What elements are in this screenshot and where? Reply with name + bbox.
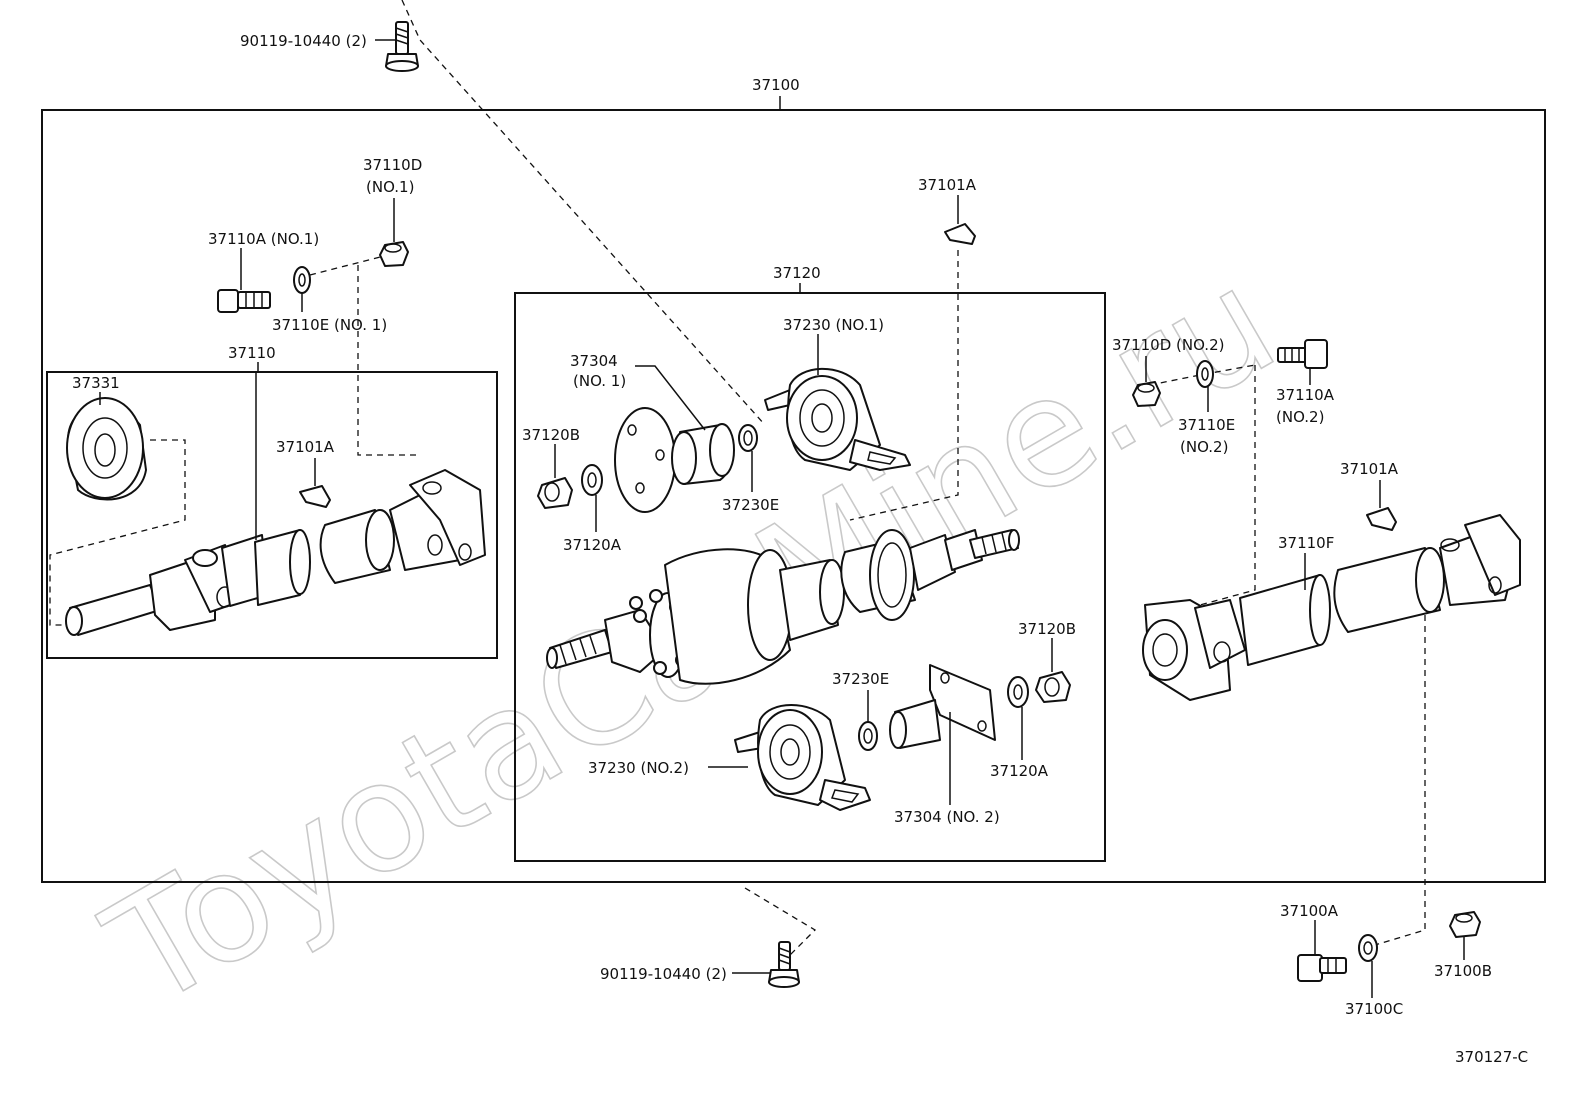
nut-37110d-no1 [379,241,409,267]
label-37110f: 37110F [1278,534,1334,552]
washer-37120a-right [1007,676,1029,708]
dashed-guide-bolt-bottom [744,887,817,956]
label-37110e-no2-line2: (NO.2) [1180,438,1228,456]
nut-37100b [1449,911,1481,938]
flange-37304-no2 [889,664,996,749]
label-37100a: 37100A [1280,902,1339,920]
bolt-37110a-no1 [217,289,271,313]
label-37230-no2: 37230 (NO.2) [588,759,689,777]
label-37101a-left: 37101A [276,438,335,456]
dashed-guide-no2-nut [1149,364,1256,386]
washer-37100c [1358,934,1378,962]
clip-37101a-left [299,485,331,508]
dashed-guide-37101a-top [849,250,959,521]
label-37120: 37120 [773,264,821,282]
diagram-code: 370127-C [1455,1048,1528,1066]
flange-37304-no1 [614,407,735,513]
label-37120a-right: 37120A [990,762,1049,780]
label-37120b-left: 37120B [522,426,580,444]
bolt-37110a-no2 [1277,339,1328,369]
washer-37110e-no1 [293,266,311,294]
washer-37120a-left [581,464,603,496]
label-bolt-bottom: 90119-10440 (2) [600,965,727,983]
label-37101a-top: 37101A [918,176,977,194]
label-37110e-no2-line1: 37110E [1178,416,1235,434]
label-37230e-bottom: 37230E [832,670,889,688]
label-37110a-no2-line1: 37110A [1276,386,1335,404]
label-37120b-right: 37120B [1018,620,1076,638]
dashed-guide-no1-nut [309,254,389,276]
nut-37110d-no2 [1132,381,1161,407]
label-37110d-no1-line1: 37110D [363,156,422,174]
nut-37120b-left [537,477,573,509]
bolt-37100a [1297,954,1347,982]
clip-37101a-top [944,223,976,245]
label-37230e-top: 37230E [722,496,779,514]
label-37304-no1-line2: (NO. 1) [573,372,626,390]
label-37110: 37110 [228,344,276,362]
washer-37230e-top [738,424,758,452]
group-box-37120 [514,292,1106,862]
center-bearing-37230-no1 [764,367,911,471]
dashed-guide-no1-down [357,265,420,456]
group-box-37110 [46,371,498,659]
bolt-90119-top [385,21,419,72]
label-37100b: 37100B [1434,962,1492,980]
label-37331: 37331 [72,374,120,392]
center-shaft-37120 [546,529,1020,685]
dashed-guide-no2-down [1199,365,1256,606]
nut-37120b-right [1035,671,1071,703]
clip-37101a-right [1366,507,1397,531]
label-37304-no2: 37304 (NO. 2) [894,808,1000,826]
label-37110d-no1-line2: (NO.1) [366,178,414,196]
dashed-guide-bolt-top [401,0,766,426]
center-bearing-37230-no2 [734,704,871,811]
dashed-guide-37100 [1374,615,1426,946]
label-bolt-top: 90119-10440 (2) [240,32,367,50]
bearing-37331 [66,397,147,501]
label-37120a-left: 37120A [563,536,622,554]
label-37110d-no2: 37110D (NO.2) [1112,336,1224,354]
assembly-box-37100 [41,109,1546,883]
label-37110a-no2-line2: (NO.2) [1276,408,1324,426]
label-37100c: 37100C [1345,1000,1403,1018]
label-37101a-right: 37101A [1340,460,1399,478]
rear-propeller-shaft-37110f [1142,514,1521,701]
label-37100: 37100 [752,76,800,94]
bolt-90119-bottom [768,941,800,988]
front-propeller-shaft-37110 [65,469,486,636]
washer-37110e-no2 [1196,360,1214,388]
label-37110a-no1: 37110A (NO.1) [208,230,319,248]
label-37230-no1: 37230 (NO.1) [783,316,884,334]
leader-37304-no1 [635,365,706,431]
label-37304-no1-line1: 37304 [570,352,618,370]
washer-37230e-bottom [858,721,878,751]
label-37110e-no1: 37110E (NO. 1) [272,316,387,334]
